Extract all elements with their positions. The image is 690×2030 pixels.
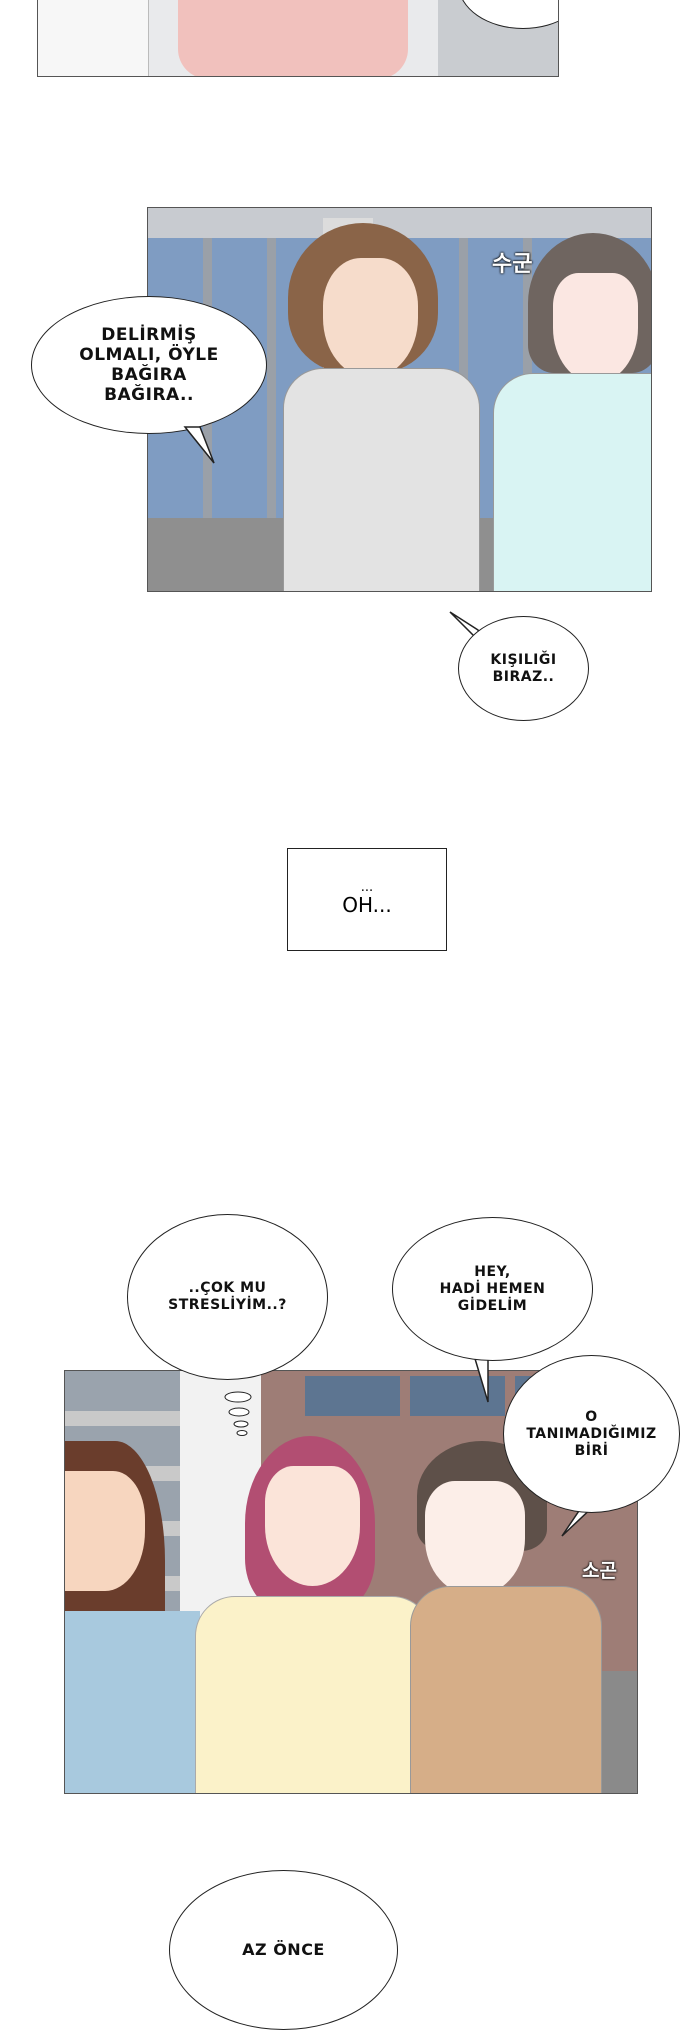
comic-panel-whisper: 수군 xyxy=(147,207,652,592)
character-center-face xyxy=(265,1466,360,1586)
character-grey-sweater xyxy=(283,368,480,591)
bubble-text: DELİRMİŞ OLMALI, ÖYLE BAĞIRA BAĞIRA.. xyxy=(79,325,219,405)
character-left-face xyxy=(65,1471,145,1591)
thought-bubble-cok-mu: ..ÇOK MU STRESLİYİM..? xyxy=(127,1214,328,1380)
character-right-face xyxy=(425,1481,525,1596)
character-mint-shirt xyxy=(493,373,651,591)
character-left-jacket xyxy=(65,1611,200,1793)
bubble-text: O TANIMADIĞIMIZ BİRİ xyxy=(526,1408,657,1459)
character-ponytail-face xyxy=(323,258,418,378)
narration-text: OH... xyxy=(342,892,392,917)
bubble-tail xyxy=(183,426,215,464)
bubble-text: KIŞILIĞI BIRAZ.. xyxy=(490,651,557,685)
character-white-shirt xyxy=(38,0,149,76)
thought-bubble-trail xyxy=(224,1391,252,1436)
speech-bubble-delirmis: DELİRMİŞ OLMALI, ÖYLE BAĞIRA BAĞIRA.. xyxy=(31,296,267,434)
bubble-text: AZ ÖNCE xyxy=(242,1940,325,1959)
character-right-sweater xyxy=(410,1586,602,1793)
whisper-sfx: 수군 xyxy=(492,252,533,277)
character-bob-girl-face xyxy=(553,273,638,383)
bubble-text: HEY, HADİ HEMEN GİDELİM xyxy=(439,1263,546,1314)
character-center-sweater xyxy=(195,1596,432,1793)
speech-bubble-az-once: AZ ÖNCE xyxy=(169,1870,398,2030)
comic-panel-top xyxy=(37,0,559,77)
character-pink-shirt xyxy=(178,0,408,76)
speech-bubble-tanimadigimiz: O TANIMADIĞIMIZ BİRİ xyxy=(503,1355,680,1513)
bubble-text: ..ÇOK MU STRESLİYİM..? xyxy=(168,1280,287,1313)
narration-box-oh: ... OH... xyxy=(287,848,447,951)
speech-bubble-hey: HEY, HADİ HEMEN GİDELİM xyxy=(392,1217,593,1361)
narration-dots: ... xyxy=(360,879,374,895)
whisper-sfx: 소곤 xyxy=(582,1560,617,1582)
speech-bubble-kisiligi: KIŞILIĞI BIRAZ.. xyxy=(458,616,589,721)
